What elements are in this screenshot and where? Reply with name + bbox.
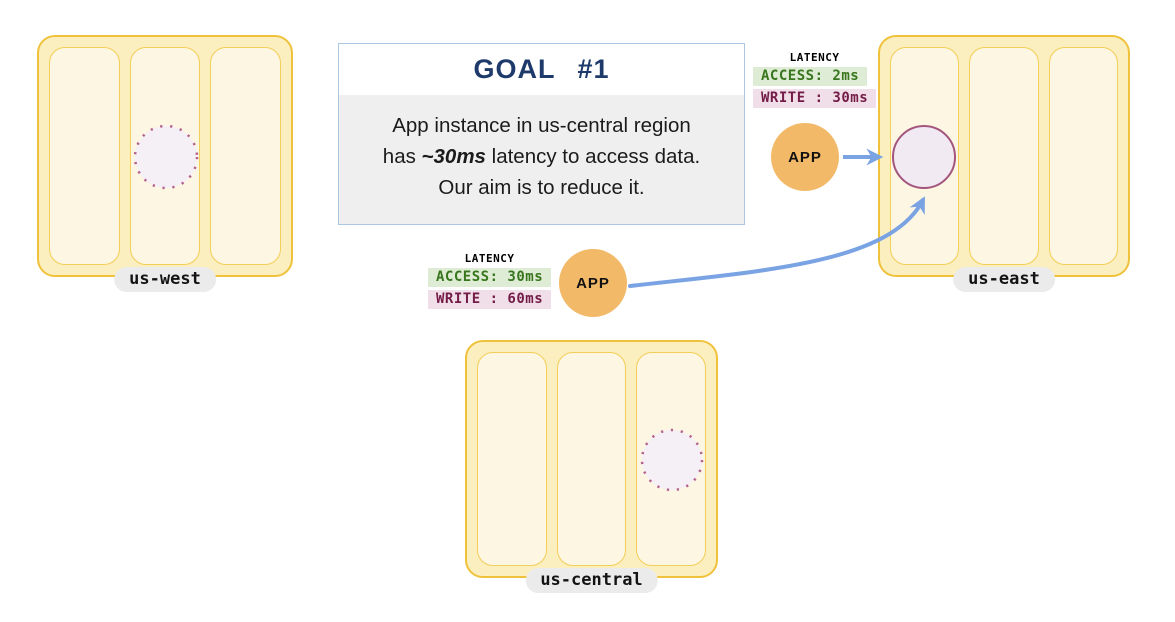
app-instance-us-central: APP xyxy=(559,249,627,317)
latency-access-row: ACCESS: 2ms xyxy=(753,67,868,86)
goal-line-2: has ~30ms latency to access data. xyxy=(382,145,701,168)
latency-block-us-east: LATENCY ACCESS: 2ms WRITE : 30ms xyxy=(753,51,877,111)
latency-block-us-central: LATENCY ACCESS: 30ms WRITE : 60ms xyxy=(428,252,552,312)
app-instance-us-east: APP xyxy=(771,123,839,191)
availability-zone xyxy=(969,47,1039,265)
region-label-us-central: us-central xyxy=(525,568,658,593)
app-label: APP xyxy=(788,148,822,166)
goal-title: GOAL #1 xyxy=(473,54,610,84)
latency-write-row: WRITE : 30ms xyxy=(753,89,877,108)
region-us-central: us-central xyxy=(465,340,718,593)
goal-header: GOAL #1 xyxy=(339,44,744,95)
app-label: APP xyxy=(576,274,610,292)
availability-zone xyxy=(556,352,627,566)
region-us-west: us-west xyxy=(37,35,293,292)
region-label-us-east: us-east xyxy=(953,267,1055,292)
availability-zone xyxy=(1048,47,1118,265)
goal-line-1: App instance in us-central region xyxy=(392,114,691,137)
region-us-east: us-east xyxy=(878,35,1130,292)
region-label-us-west: us-west xyxy=(114,267,216,292)
availability-zone xyxy=(477,352,547,566)
latency-title: LATENCY xyxy=(464,252,515,265)
latency-write-row: WRITE : 60ms xyxy=(428,290,552,309)
goal-latency-emphasis: ~30ms xyxy=(421,145,486,168)
goal-callout: GOAL #1 App instance in us-central regio… xyxy=(338,43,745,225)
availability-zone xyxy=(890,47,960,265)
availability-zone xyxy=(129,47,201,265)
availability-zone xyxy=(210,47,282,265)
goal-body-text: App instance in us-central region has ~3… xyxy=(339,95,744,224)
availability-zone xyxy=(636,352,707,566)
latency-title: LATENCY xyxy=(789,51,840,64)
latency-access-row: ACCESS: 30ms xyxy=(428,268,552,287)
availability-zone xyxy=(49,47,120,265)
goal-line-3: Our aim is to reduce it. xyxy=(438,176,645,199)
